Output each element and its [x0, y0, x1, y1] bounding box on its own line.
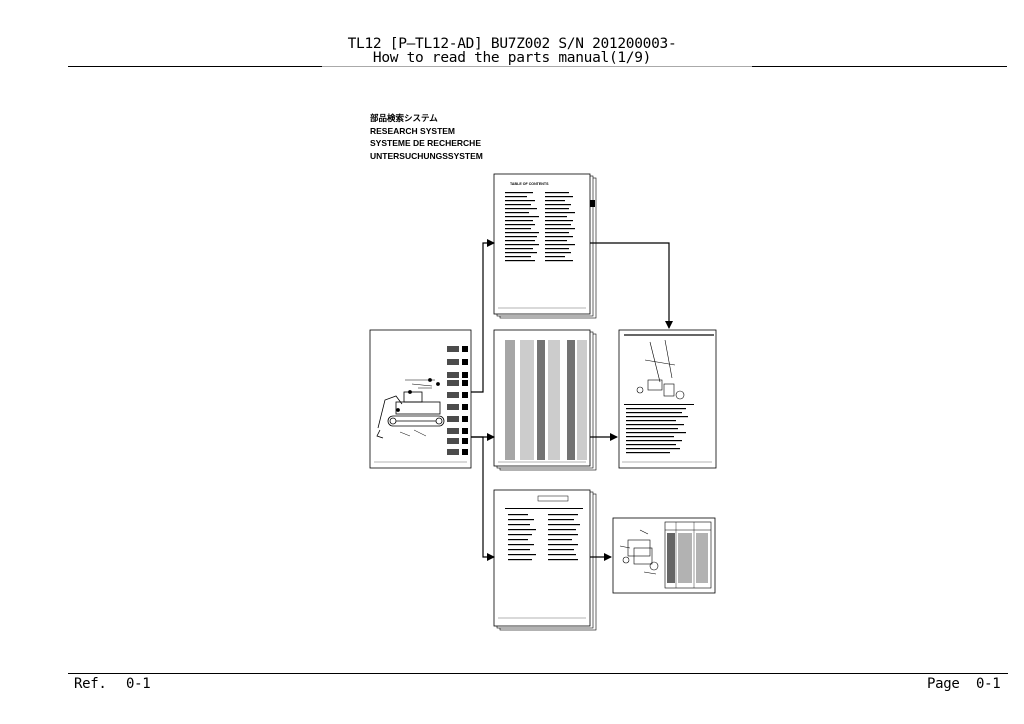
exploded-drawing: [636, 339, 685, 400]
intro-heading: 部品検索システム RESEARCH SYSTEM SYSTEME DE RECH…: [370, 112, 483, 162]
toc-lines: [505, 192, 575, 262]
parts-index-lines: [505, 508, 583, 561]
index-callouts: [447, 346, 468, 455]
parts-list-columns: [505, 340, 587, 460]
index-page-thumbnail: [369, 329, 472, 469]
document-title: TL12 [P—TL12-AD] BU7Z002 S/N 201200003-: [347, 36, 677, 52]
intro-japanese: 部品検索システム: [370, 113, 438, 123]
document-subtitle: How to read the parts manual(1/9): [372, 50, 652, 66]
intro-french: SYSTEME DE RECHERCHE: [370, 138, 481, 148]
intro-english: RESEARCH SYSTEM: [370, 125, 456, 136]
parts-index-thumbnail: [493, 489, 597, 631]
parts-list-thumbnail: [493, 329, 597, 471]
footer-page-label: Page: [927, 676, 960, 692]
illustration-page-thumbnail: [618, 329, 717, 469]
excavator-illustration: [376, 378, 445, 439]
engine-parts-table: [664, 521, 712, 589]
header-rule-right: [752, 66, 1007, 67]
engine-assembly-thumbnail: [612, 517, 716, 594]
footer-page-value: 0-1: [976, 676, 1001, 692]
intro-german: UNTERSUCHUNGSSYSTEM: [370, 150, 483, 161]
footer-ref-value: 0-1: [126, 676, 151, 692]
footer-ref-label: Ref.: [74, 676, 107, 692]
engine-drawing: [619, 529, 659, 575]
connector-arrows: [471, 239, 673, 561]
illustration-parts-text: [624, 404, 694, 454]
toc-title: TABLE OF CONTENTS: [510, 182, 549, 186]
footer-rule: [68, 673, 1008, 674]
header-rule-mid: [322, 66, 752, 67]
header-rule-left: [68, 66, 322, 67]
table-of-contents-thumbnail: TABLE OF CONTENTS: [493, 173, 597, 319]
